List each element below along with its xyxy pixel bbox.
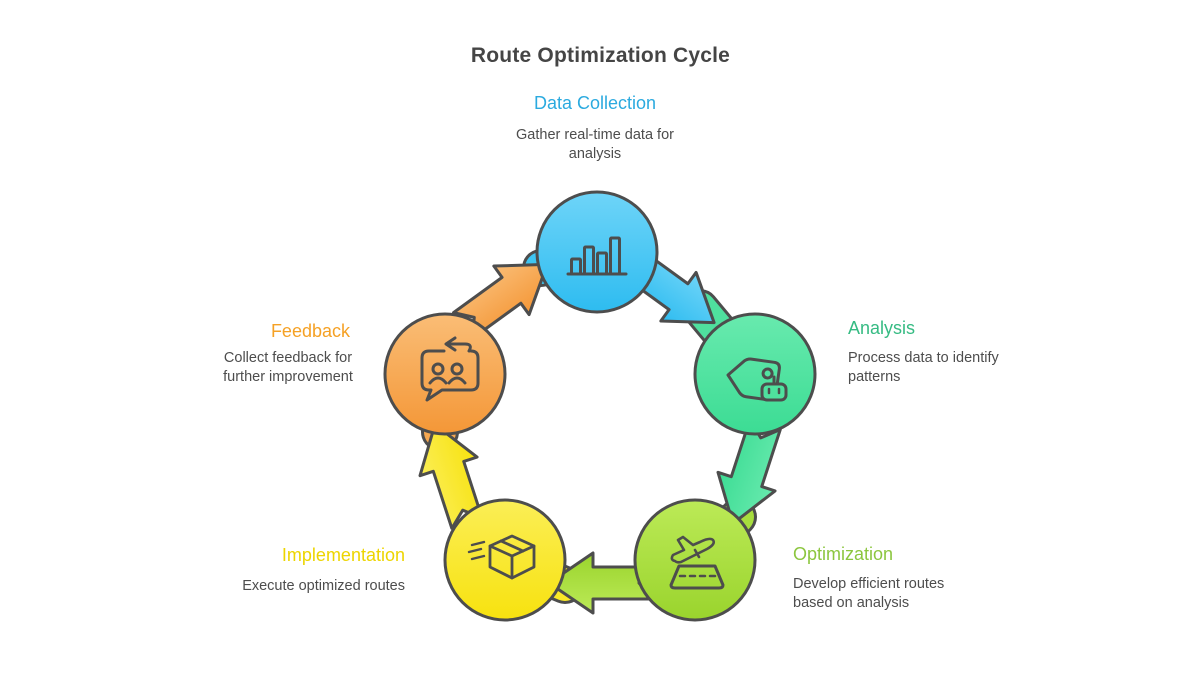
feedback-chat-icon xyxy=(420,336,480,402)
circle-optimization xyxy=(633,498,757,622)
node-label-implementation: Implementation xyxy=(281,545,405,565)
node-desc-analysis: Process data to identify patterns xyxy=(848,350,999,386)
plane-takeoff-icon xyxy=(669,535,725,590)
node-circles xyxy=(383,190,817,622)
node-icons xyxy=(420,236,788,590)
cycle-arrows xyxy=(418,246,782,615)
circle-analysis xyxy=(693,312,817,436)
node-desc-data-collection: Gather real-time data for analysis xyxy=(516,127,674,163)
package-icon xyxy=(467,534,536,580)
price-tag-icon xyxy=(726,357,788,402)
page-title: Route Optimization Cycle xyxy=(470,44,731,67)
bar-chart-icon xyxy=(566,236,628,276)
node-desc-optimization: Develop efficient routes based on analys… xyxy=(793,576,945,612)
node-desc-feedback: Collect feedback for further improvement xyxy=(223,350,353,386)
node-label-optimization: Optimization xyxy=(793,544,894,564)
node-label-analysis: Analysis xyxy=(848,318,916,338)
node-label-feedback: Feedback xyxy=(270,321,350,341)
circle-feedback xyxy=(383,312,507,436)
circle-implementation xyxy=(443,498,567,622)
node-label-data-collection: Data Collection xyxy=(533,93,657,113)
node-desc-implementation: Execute optimized routes xyxy=(242,578,405,594)
